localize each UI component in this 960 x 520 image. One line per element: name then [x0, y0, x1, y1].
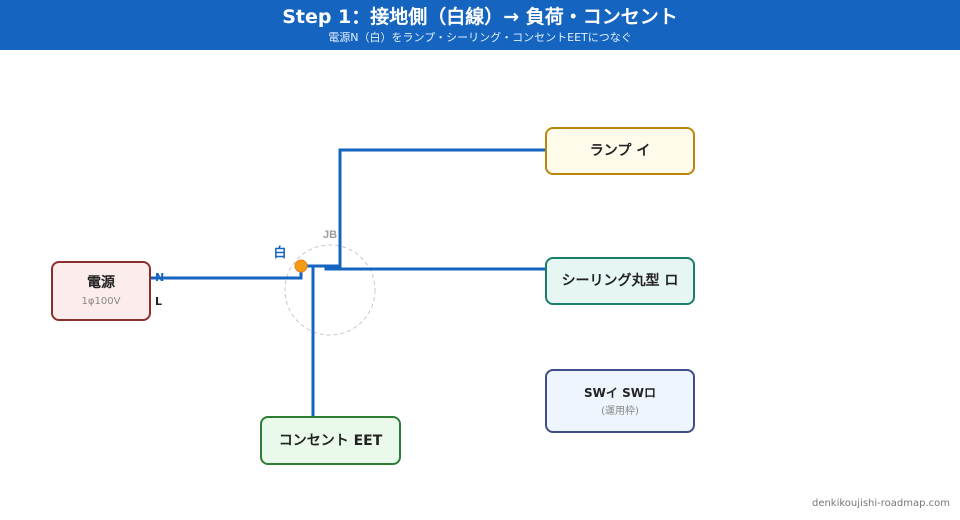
switch-label: SWイ SWロ — [584, 385, 656, 400]
ceiling-label: シーリング丸型 ロ — [561, 273, 679, 289]
junction-box-label: JB — [323, 229, 337, 241]
white-wire-label: 白 — [273, 245, 286, 261]
terminal-l-label: L — [155, 295, 163, 308]
power-source-box: 電源 1φ100V — [51, 261, 151, 321]
ceiling-box: シーリング丸型 ロ — [545, 257, 695, 305]
terminal-n-label: N — [155, 271, 165, 284]
wire-jb-to-ceiling — [324, 266, 546, 271]
lamp-label: ランプ イ — [589, 143, 651, 159]
wire-jb-to-outlet — [311, 266, 400, 432]
power-source-label: 電源 — [87, 274, 115, 291]
junction-dot — [294, 259, 308, 273]
page-title: Step 1：接地側（白線）→ 負荷・コンセント — [282, 6, 678, 28]
switch-note: (運用枠) — [601, 405, 639, 417]
lamp-box: ランプ イ — [545, 127, 695, 175]
switch-box: SWイ SWロ (運用枠) — [545, 369, 695, 433]
footer-site: denkikoujishi-roadmap.com — [811, 498, 950, 509]
outlet-label: コンセント EET — [278, 432, 383, 449]
power-source-spec: 1φ100V — [81, 295, 121, 307]
wire-source-to-jb — [150, 266, 303, 280]
page-subtitle: 電源N（白）をランプ・シーリング・コンセントEETにつなぐ — [328, 31, 632, 44]
wire-jb-to-lamp — [301, 148, 546, 268]
header-bar: Step 1：接地側（白線）→ 負荷・コンセント 電源N（白）をランプ・シーリン… — [0, 0, 960, 50]
junction-box-circle — [284, 244, 376, 336]
outlet-box: コンセント EET — [260, 416, 401, 465]
